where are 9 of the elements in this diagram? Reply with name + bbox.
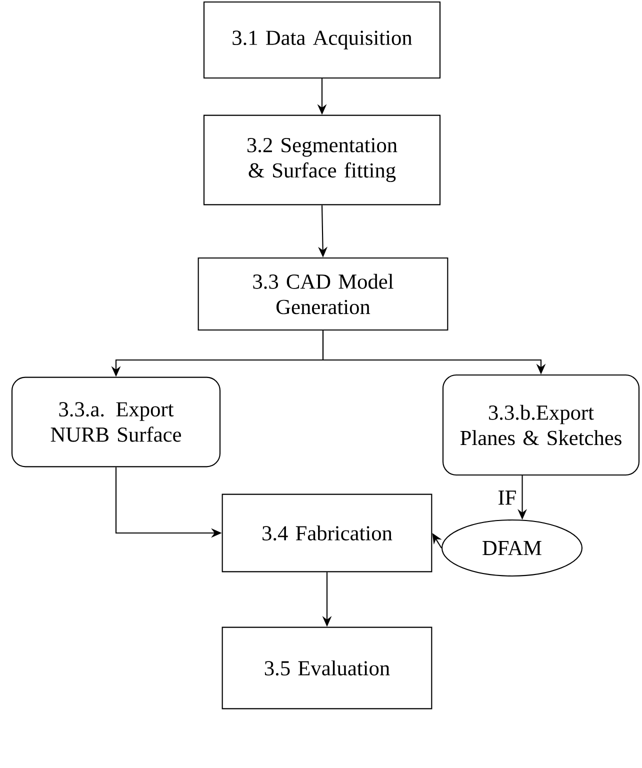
process-box: 3.2 Segmentation & Surface fitting — [203, 114, 441, 206]
process-box: 3.3 CAD Model Generation — [198, 257, 448, 331]
edge-label: IF — [496, 489, 518, 506]
rounded-box: 3.3.a. Export NURB Surface — [11, 376, 221, 468]
ellipse-node: DFAM — [441, 519, 583, 577]
rounded-box: 3.3.b.Export Planes & Sketches — [442, 374, 640, 476]
process-box: 3.4 Fabrication — [222, 494, 432, 572]
process-box: 3.5 Evaluation — [222, 626, 432, 710]
process-box: 3.1 Data Acquisition — [203, 1, 441, 79]
